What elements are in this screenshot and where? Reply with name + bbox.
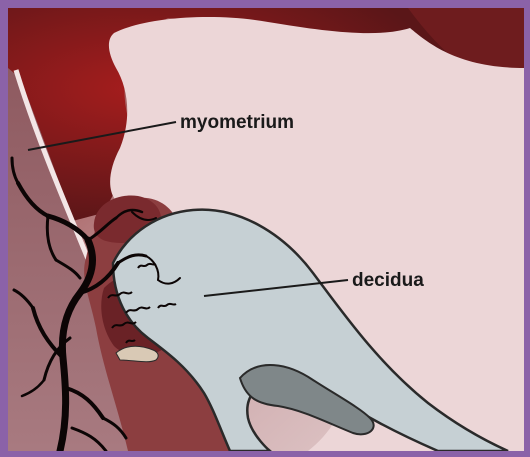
myometrium-label: myometrium bbox=[180, 112, 294, 133]
diagram-canvas: myometrium decidua bbox=[8, 8, 524, 451]
decidua-label: decidua bbox=[352, 270, 424, 291]
uterine-anatomy-illustration: myometrium decidua bbox=[8, 8, 524, 451]
